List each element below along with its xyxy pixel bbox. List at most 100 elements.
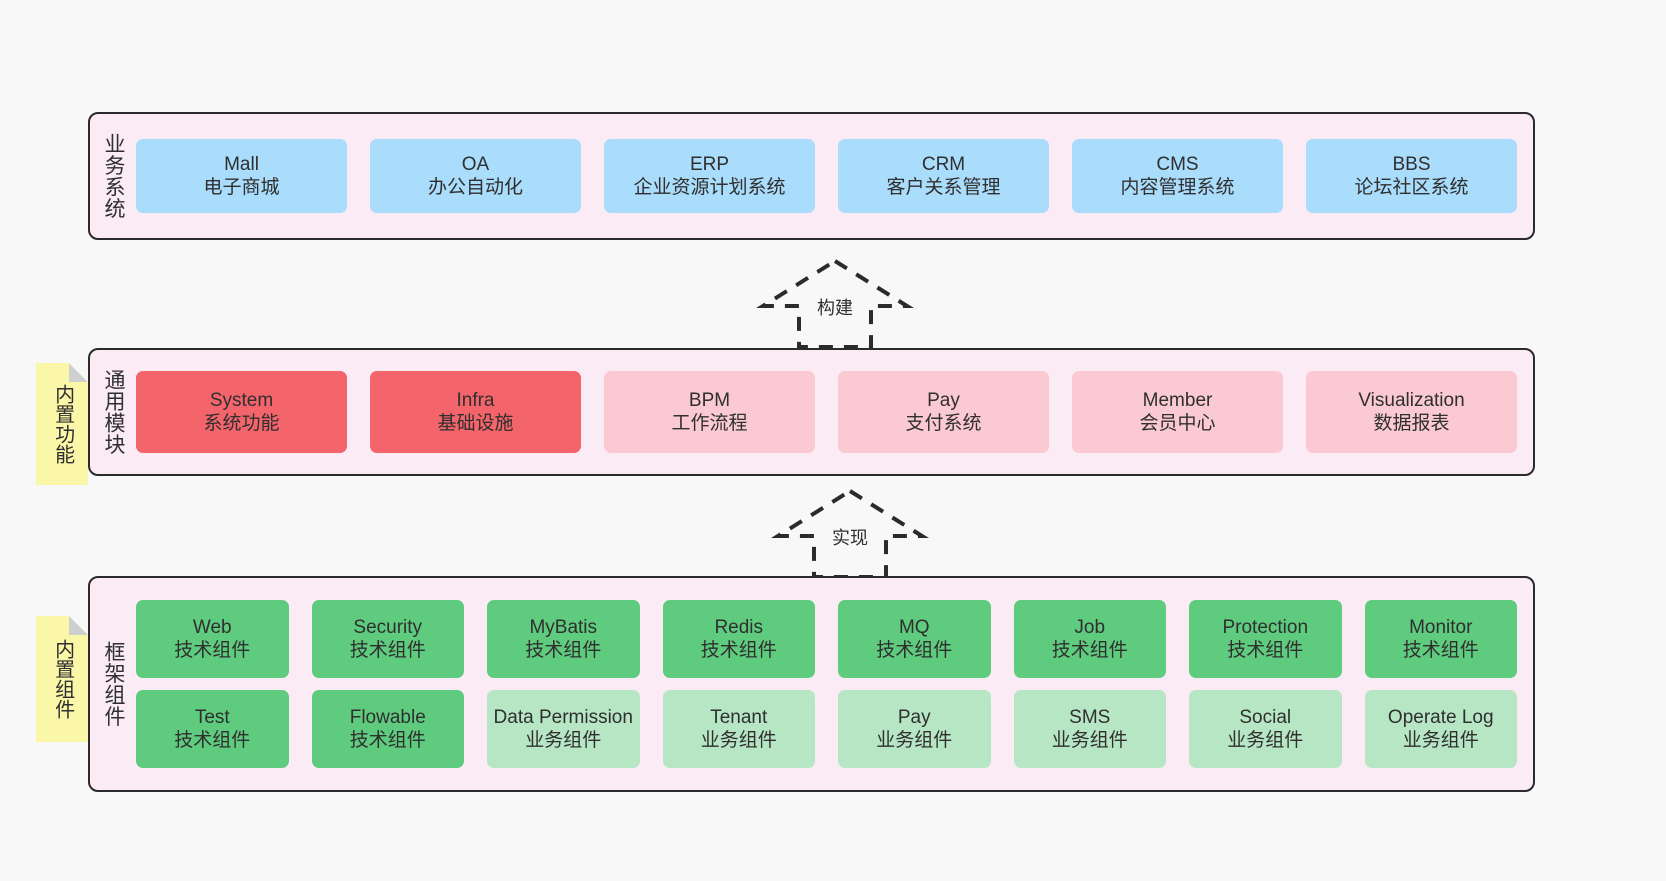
card-title-cn: 电子商城: [203, 177, 280, 198]
card-title-en: Tenant: [710, 706, 768, 728]
layer-business-systems-title: 业务系统: [101, 133, 125, 219]
card-data-permission[interactable]: Data Permission 业务组件: [487, 690, 640, 768]
card-title-cn: 系统功能: [203, 413, 280, 434]
card-title-cn: 会员中心: [1139, 413, 1216, 434]
card-title-cn: 技术组件: [700, 640, 777, 661]
card-title-en: Security: [353, 616, 423, 638]
card-oa[interactable]: OA 办公自动化: [370, 139, 581, 213]
card-mybatis[interactable]: MyBatis 技术组件: [487, 600, 640, 678]
card-title-cn: 客户关系管理: [886, 177, 1001, 198]
card-title-en: Social: [1239, 706, 1292, 728]
card-member[interactable]: Member 会员中心: [1072, 371, 1283, 453]
card-title-en: Pay: [897, 706, 931, 728]
card-row: Mall 电子商城 OA 办公自动化 ERP 企业资源计划系统 CRM 客户关系…: [136, 139, 1517, 213]
card-title-en: Test: [194, 706, 230, 728]
layer-common-modules-title: 通用模块: [101, 369, 125, 455]
card-title-en: Monitor: [1409, 616, 1473, 638]
card-web[interactable]: Web 技术组件: [136, 600, 289, 678]
card-title-cn: 工作流程: [671, 413, 748, 434]
card-social[interactable]: Social 业务组件: [1189, 690, 1342, 768]
card-title-cn: 业务组件: [1051, 730, 1128, 751]
card-title-en: BPM: [688, 389, 731, 411]
card-system[interactable]: System 系统功能: [136, 371, 347, 453]
connector-build-arrow: 构建: [756, 258, 914, 350]
card-title-cn: 技术组件: [1402, 640, 1479, 661]
note-builtin-features-label: 内置功能: [51, 384, 74, 464]
card-title-cn: 技术组件: [349, 730, 426, 751]
layer-business-systems-body: Mall 电子商城 OA 办公自动化 ERP 企业资源计划系统 CRM 客户关系…: [136, 114, 1533, 238]
card-title-en: Operate Log: [1387, 706, 1494, 728]
card-crm[interactable]: CRM 客户关系管理: [838, 139, 1049, 213]
card-title-en: MQ: [898, 616, 930, 638]
card-title-en: CRM: [921, 153, 966, 175]
card-title-cn: 论坛社区系统: [1354, 177, 1469, 198]
card-mall[interactable]: Mall 电子商城: [136, 139, 347, 213]
layer-framework-components-body: Web 技术组件 Security 技术组件 MyBatis 技术组件 Redi…: [136, 578, 1533, 790]
card-title-en: Pay: [927, 389, 960, 411]
card-title-en: SMS: [1069, 706, 1111, 728]
card-mq[interactable]: MQ 技术组件: [838, 600, 991, 678]
card-title-cn: 基础设施: [437, 413, 514, 434]
card-title-en: Protection: [1222, 616, 1309, 638]
card-title-en: System: [209, 389, 274, 411]
layer-framework-components: 框架组件 Web 技术组件 Security 技术组件 MyBatis 技术组件…: [88, 576, 1535, 792]
card-title-cn: 业务组件: [700, 730, 777, 751]
card-pay-component[interactable]: Pay 业务组件: [838, 690, 991, 768]
layer-common-modules-body: System 系统功能 Infra 基础设施 BPM 工作流程 Pay 支付系统…: [136, 350, 1533, 474]
card-title-en: Visualization: [1358, 389, 1465, 411]
card-title-cn: 业务组件: [1402, 730, 1479, 751]
card-row: Test 技术组件 Flowable 技术组件 Data Permission …: [136, 690, 1517, 768]
card-title-cn: 业务组件: [876, 730, 953, 751]
card-title-cn: 支付系统: [905, 413, 982, 434]
card-title-cn: 办公自动化: [427, 177, 523, 198]
card-title-en: Infra: [456, 389, 495, 411]
card-operate-log[interactable]: Operate Log 业务组件: [1364, 690, 1517, 768]
card-title-cn: 数据报表: [1373, 413, 1450, 434]
card-title-cn: 技术组件: [349, 640, 426, 661]
card-cms[interactable]: CMS 内容管理系统: [1072, 139, 1283, 213]
card-title-cn: 技术组件: [174, 640, 251, 661]
card-visualization[interactable]: Visualization 数据报表: [1306, 371, 1517, 453]
note-builtin-features: 内置功能: [36, 363, 88, 485]
card-title-cn: 技术组件: [1051, 640, 1128, 661]
card-title-en: MyBatis: [529, 616, 598, 638]
card-sms[interactable]: SMS 业务组件: [1013, 690, 1166, 768]
card-bbs[interactable]: BBS 论坛社区系统: [1306, 139, 1517, 213]
connector-implement-arrow: 实现: [771, 488, 929, 580]
card-title-en: Flowable: [349, 706, 426, 728]
card-title-en: CMS: [1156, 153, 1199, 175]
card-flowable[interactable]: Flowable 技术组件: [311, 690, 464, 768]
card-protection[interactable]: Protection 技术组件: [1189, 600, 1342, 678]
card-title-cn: 技术组件: [876, 640, 953, 661]
note-builtin-components: 内置组件: [36, 616, 88, 742]
card-title-en: Data Permission: [493, 706, 633, 728]
card-row: Web 技术组件 Security 技术组件 MyBatis 技术组件 Redi…: [136, 600, 1517, 678]
card-title-cn: 技术组件: [1227, 640, 1304, 661]
card-title-en: ERP: [689, 153, 730, 175]
card-title-cn: 企业资源计划系统: [633, 177, 786, 198]
card-title-cn: 业务组件: [1227, 730, 1304, 751]
layer-common-modules: 通用模块 System 系统功能 Infra 基础设施 BPM 工作流程 Pay…: [88, 348, 1535, 476]
card-redis[interactable]: Redis 技术组件: [662, 600, 815, 678]
card-title-en: BBS: [1392, 153, 1431, 175]
note-builtin-components-label: 内置组件: [51, 639, 74, 719]
card-job[interactable]: Job 技术组件: [1013, 600, 1166, 678]
card-monitor[interactable]: Monitor 技术组件: [1364, 600, 1517, 678]
card-bpm[interactable]: BPM 工作流程: [604, 371, 815, 453]
card-row: System 系统功能 Infra 基础设施 BPM 工作流程 Pay 支付系统…: [136, 371, 1517, 453]
card-infra[interactable]: Infra 基础设施: [370, 371, 581, 453]
card-title-en: OA: [461, 153, 490, 175]
card-tenant[interactable]: Tenant 业务组件: [662, 690, 815, 768]
layer-business-systems: 业务系统 Mall 电子商城 OA 办公自动化 ERP 企业资源计划系统 CRM…: [88, 112, 1535, 240]
card-title-en: Member: [1142, 389, 1213, 411]
card-erp[interactable]: ERP 企业资源计划系统: [604, 139, 815, 213]
card-security[interactable]: Security 技术组件: [311, 600, 464, 678]
card-title-cn: 内容管理系统: [1120, 177, 1235, 198]
layer-framework-components-title: 框架组件: [101, 641, 125, 727]
card-pay-module[interactable]: Pay 支付系统: [838, 371, 1049, 453]
card-test[interactable]: Test 技术组件: [136, 690, 289, 768]
card-title-cn: 技术组件: [174, 730, 251, 751]
card-title-cn: 业务组件: [525, 730, 602, 751]
card-title-en: Mall: [224, 153, 259, 175]
